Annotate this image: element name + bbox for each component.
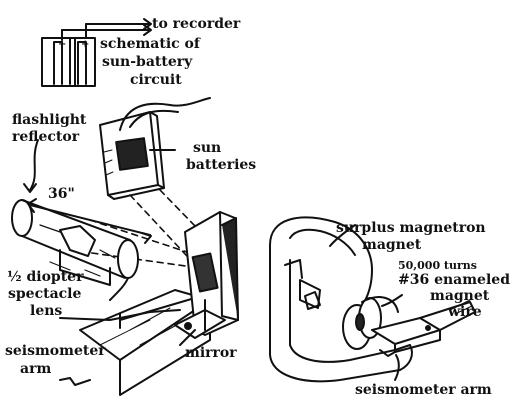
- turns-label: 50,000 turns: [398, 259, 477, 272]
- flashlight-label-2: reflector: [12, 129, 80, 145]
- to-recorder-label: to recorder: [152, 16, 241, 32]
- magnetron-magnet: [269, 216, 413, 383]
- schematic-circuit: [41, 18, 152, 87]
- left-seismometer-label-1: seismometer: [5, 343, 106, 359]
- sun-battery-panel: [99, 97, 211, 200]
- right-seismometer-label: seismometer arm: [355, 382, 492, 398]
- mirror-label: mirror: [185, 345, 237, 361]
- flashlight-label-1: flashlight: [12, 112, 87, 128]
- coil: [342, 296, 399, 350]
- left-seismometer-arm: [59, 294, 206, 386]
- magnet-arrow: [329, 224, 356, 247]
- plus-sign-1: +: [58, 39, 67, 50]
- distance-label: 36": [48, 186, 75, 202]
- schematic-label-3: circuit: [130, 72, 182, 88]
- wire-arrow: [381, 294, 403, 307]
- schematic-label-1: schematic of: [100, 36, 200, 52]
- wire-label-3: wire: [448, 304, 482, 320]
- right-arm-arrow: [394, 354, 400, 381]
- lens-label-1: ½ diopter: [7, 269, 84, 285]
- magnet-label-2: magnet: [362, 237, 422, 253]
- right-seismometer-arm: [371, 299, 476, 357]
- mirror-assembly: [174, 211, 239, 339]
- plus-sign-2: +: [81, 39, 90, 50]
- reflector-arrow: [29, 139, 39, 191]
- lens-label-3: lens: [30, 303, 63, 319]
- sun-batteries-label-1: sun: [193, 140, 222, 156]
- lens-arrow: [109, 277, 129, 301]
- lens-label-2: spectacle: [8, 286, 82, 302]
- magnet-label-1: surplus magnetron: [336, 220, 486, 236]
- schematic-label-2: sun-battery: [102, 54, 193, 70]
- mirror-arrow: [179, 329, 196, 346]
- left-seismometer-label-2: arm: [20, 361, 52, 377]
- wire-label-2: magnet: [430, 288, 490, 304]
- wire-label-1: #36 enameled: [398, 272, 510, 288]
- sun-batteries-label-2: batteries: [186, 157, 257, 173]
